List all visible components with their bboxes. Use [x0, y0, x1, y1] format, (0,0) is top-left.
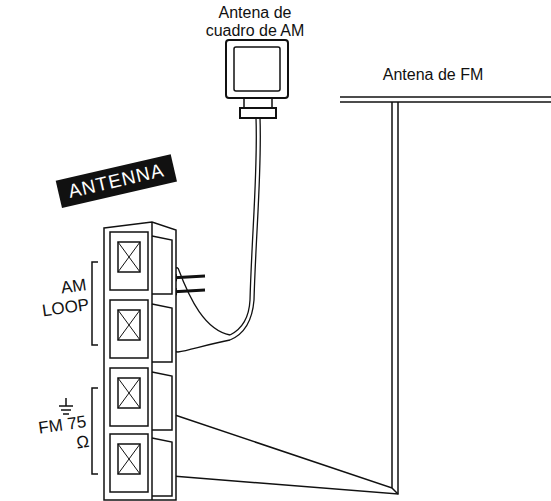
spring-terminal	[110, 368, 172, 430]
spring-terminal	[110, 232, 172, 294]
banner-band: ANTENNA	[56, 154, 177, 208]
spring-terminal	[110, 300, 172, 362]
antenna-label: Antena de cuadro de AM	[200, 4, 310, 41]
terminal-label: AM LOOP	[27, 275, 90, 323]
banner-text: ANTENNA	[66, 159, 166, 201]
fm-antenna	[160, 97, 551, 494]
antenna-label: Antena de FM	[378, 66, 488, 84]
bracket	[92, 262, 98, 474]
am-loop-antenna	[226, 40, 288, 118]
terminal-block	[104, 222, 176, 500]
spring-terminal	[110, 434, 172, 496]
terminal-label: FM 75 Ω	[27, 412, 90, 460]
ground-symbol	[59, 398, 73, 414]
